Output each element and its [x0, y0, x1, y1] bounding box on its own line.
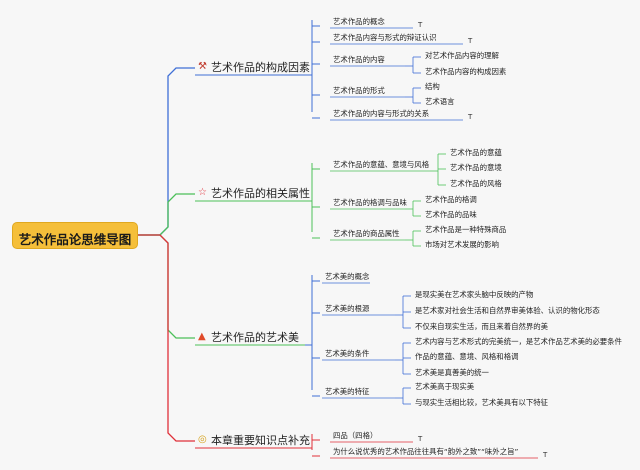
grandchild-label[interactable]: 是现实美在艺术家头脑中反映的产物: [415, 290, 534, 299]
child-label[interactable]: 艺术作品的概念: [333, 17, 385, 26]
grandchild-label[interactable]: 艺术作品的格调: [425, 195, 477, 204]
grandchild-label[interactable]: 艺术作品的风格: [450, 179, 502, 188]
child-label[interactable]: 艺术作品的格调与品味: [333, 198, 407, 207]
grandchild-label[interactable]: 结构: [425, 82, 440, 91]
root-node[interactable]: 艺术作品论思维导图: [13, 223, 137, 248]
star-icon: ☆: [198, 187, 207, 198]
child-label[interactable]: 艺术作品的形式: [333, 86, 385, 95]
child-label[interactable]: 艺术美的条件: [325, 349, 370, 358]
child-label[interactable]: 四品（四格）: [333, 431, 378, 440]
child-label[interactable]: 艺术作品的商品属性: [333, 229, 400, 238]
grandchild-label[interactable]: 作品的意蕴、意境、风格和格调: [415, 352, 519, 361]
grandchild-label[interactable]: 艺术美是真善美的统一: [415, 368, 489, 377]
branch-label[interactable]: 艺术作品的相关属性: [211, 187, 310, 200]
child-label[interactable]: 艺术作品内容与形式的辩证认识: [333, 33, 437, 42]
child-label[interactable]: 艺术美的根源: [325, 304, 370, 313]
grandchild-label[interactable]: 是艺术家对社会生活和自然界审美体验、认识的物化形态: [415, 306, 600, 315]
text-marker[interactable]: T: [468, 37, 473, 45]
text-marker[interactable]: T: [468, 113, 473, 121]
grandchild-label[interactable]: 艺术语言: [425, 97, 455, 106]
text-marker[interactable]: T: [418, 21, 423, 29]
child-label[interactable]: 为什么说优秀的艺术作品往往具有“韵外之致”“味外之旨”: [333, 447, 519, 456]
text-marker[interactable]: T: [543, 451, 548, 459]
grandchild-label[interactable]: 艺术作品的品味: [425, 210, 477, 219]
child-label[interactable]: 艺术作品的意蕴、意境与风格: [333, 160, 430, 169]
grandchild-label[interactable]: 与现实生活相比较，艺术美具有以下特征: [415, 398, 549, 407]
flame-icon: ▲: [198, 331, 206, 342]
grandchild-label[interactable]: 艺术作品的意境: [450, 163, 502, 172]
branch-label[interactable]: 艺术作品的艺术美: [211, 331, 299, 344]
tools-icon: ⚒: [198, 61, 207, 72]
branch-connector: [137, 234, 195, 339]
branch-connector: [137, 67, 195, 236]
branch-connector: [137, 193, 195, 236]
grandchild-label[interactable]: 艺术内容与艺术形式的完美统一，是艺术作品艺术美的必要条件: [415, 337, 622, 346]
child-label[interactable]: 艺术作品的内容与形式的关系: [333, 109, 430, 118]
grandchild-label[interactable]: 市场对艺术发展的影响: [425, 240, 499, 249]
child-label[interactable]: 艺术作品的内容: [333, 55, 385, 64]
grandchild-label[interactable]: 不仅来自现实生活，而且来着自然界的美: [415, 322, 549, 331]
branch-label[interactable]: 本章重要知识点补充: [211, 434, 310, 447]
grandchild-label[interactable]: 艺术作品的意蕴: [450, 148, 502, 157]
grandchild-label[interactable]: 艺术美高于现实美: [415, 382, 475, 391]
child-label[interactable]: 艺术美的特征: [325, 387, 370, 396]
child-label[interactable]: 艺术美的概念: [325, 272, 370, 281]
grandchild-label[interactable]: 艺术作品是一种特殊商品: [425, 225, 507, 234]
badge-icon: ◎: [198, 434, 207, 445]
branch-connector: [137, 234, 195, 442]
branch-label[interactable]: 艺术作品的构成因素: [211, 61, 310, 74]
root-label: 艺术作品论思维导图: [18, 232, 132, 247]
grandchild-label[interactable]: 艺术作品内容的构成因素: [425, 67, 507, 76]
grandchild-label[interactable]: 对艺术作品内容的理解: [425, 51, 499, 60]
text-marker[interactable]: T: [418, 435, 423, 443]
